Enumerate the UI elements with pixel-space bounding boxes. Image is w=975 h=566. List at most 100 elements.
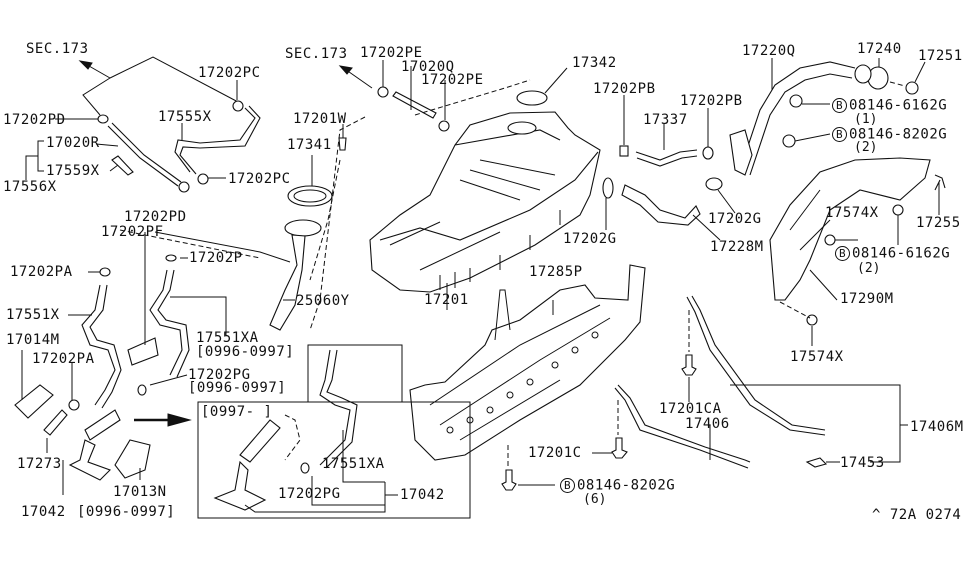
label-17342: 17342 bbox=[572, 55, 617, 71]
seal-17240 bbox=[867, 66, 889, 90]
inset-box bbox=[197, 401, 471, 519]
bolt-17574X-b bbox=[806, 314, 818, 326]
label-17202P: 17202P bbox=[189, 250, 243, 266]
hose-17555X bbox=[174, 105, 261, 175]
label-bolt-qty-2: (2) bbox=[854, 140, 878, 155]
label-bolt-part-number: 08146-6162G bbox=[849, 97, 948, 114]
label-sec173-left: SEC.173 bbox=[26, 41, 89, 57]
label-17273: 17273 bbox=[17, 456, 62, 472]
label-17341: 17341 bbox=[287, 137, 332, 153]
hose-17228M bbox=[621, 184, 701, 226]
seal-17342 bbox=[516, 90, 548, 106]
bolt-17574X-a bbox=[824, 234, 836, 246]
label-17202G-a: 17202G bbox=[708, 211, 762, 227]
label-17228M: 17228M bbox=[710, 239, 764, 255]
clip-17202PB-a bbox=[619, 145, 629, 157]
label-17551XA-a: 17551XA bbox=[196, 330, 259, 346]
label-17202PG-a-range: [0996-0997] bbox=[188, 380, 287, 396]
label-17220Q: 17220Q bbox=[742, 43, 796, 59]
label-17201: 17201 bbox=[424, 292, 469, 308]
strap-17406M bbox=[686, 295, 826, 436]
sec173-arrow-mid bbox=[338, 65, 373, 89]
label-17251: 17251 bbox=[918, 48, 963, 64]
label-17202PC-top: 17202PC bbox=[198, 65, 261, 81]
fuel-pump-17042 bbox=[68, 409, 121, 481]
bolt-marker-icon: B bbox=[832, 127, 847, 142]
label-17202PA-a: 17202PA bbox=[10, 264, 73, 280]
cap-17251 bbox=[905, 81, 919, 95]
skid-plate-17285P bbox=[409, 264, 646, 461]
inset-clip-17202PG bbox=[300, 462, 310, 474]
label-17202PG-a: 17202PG bbox=[188, 367, 251, 383]
ring-17341 bbox=[287, 185, 333, 207]
fuel-tank-17201 bbox=[369, 111, 601, 293]
bolt-08146-8202G-top bbox=[782, 134, 796, 148]
bolt-17201W bbox=[338, 137, 347, 151]
label-17013N: 17013N bbox=[113, 484, 167, 500]
inset-pump bbox=[239, 419, 281, 463]
label-bolt-qty-2b: (2) bbox=[857, 261, 881, 276]
label-17042-main-range: [0996-0997] bbox=[77, 504, 176, 520]
clip-17202PE-b bbox=[438, 120, 450, 132]
hose-17020Q bbox=[392, 91, 437, 119]
bolt-08146-6162G-lower bbox=[892, 204, 904, 216]
clip-17202PC-mid bbox=[197, 173, 209, 185]
bolt-17201C bbox=[611, 437, 628, 459]
bolt-08146-6162G-top bbox=[789, 94, 803, 108]
bolt-17201CA bbox=[681, 354, 697, 376]
hose-17551X bbox=[81, 284, 122, 409]
label-17202PE-b: 17202PE bbox=[421, 72, 484, 88]
label-17255: 17255 bbox=[916, 215, 961, 231]
label-17559X: 17559X bbox=[46, 163, 100, 179]
clip-17202PA-b bbox=[68, 399, 80, 411]
label-17042-main: 17042 bbox=[21, 504, 66, 520]
label-17555X: 17555X bbox=[158, 109, 212, 125]
label-17042-inset: 17042 bbox=[400, 487, 445, 503]
leader-lines bbox=[21, 58, 940, 495]
inset-hose-17551XA bbox=[319, 349, 358, 469]
label-sec173-mid: SEC.173 bbox=[285, 46, 348, 62]
protector-17290M bbox=[769, 157, 931, 301]
label-17202PD-mid: 17202PD bbox=[124, 209, 187, 225]
part-17013N bbox=[114, 439, 151, 479]
label-17201W: 17201W bbox=[293, 111, 347, 127]
label-17290M: 17290M bbox=[840, 291, 894, 307]
clip-17202PD bbox=[97, 114, 109, 124]
vent-routing-outline bbox=[82, 56, 241, 116]
clip-17202PC-top bbox=[232, 100, 244, 112]
bolt-marker-icon: B bbox=[835, 246, 850, 261]
label-inset-range: [0997- ] bbox=[201, 404, 273, 420]
label-17202PA-b: 17202PA bbox=[32, 351, 95, 367]
label-17201CA: 17201CA bbox=[659, 401, 722, 417]
label-17285P: 17285P bbox=[529, 264, 583, 280]
label-17202PE-a: 17202PE bbox=[360, 45, 423, 61]
label-25060Y: 25060Y bbox=[296, 293, 350, 309]
sec173-arrow-left bbox=[78, 60, 111, 79]
clip-17202PB-b bbox=[702, 146, 714, 160]
label-17556X: 17556X bbox=[3, 179, 57, 195]
clip-17202PA-a bbox=[99, 267, 111, 277]
part-17559X bbox=[111, 155, 134, 176]
label-17020R: 17020R bbox=[46, 135, 100, 151]
label-bolt-part-number: 08146-8202G bbox=[849, 126, 948, 143]
label-17202PG-b: 17202PG bbox=[278, 486, 341, 502]
label-17551XA-b: 17551XA bbox=[322, 456, 385, 472]
label-17014M: 17014M bbox=[6, 332, 60, 348]
label-17202PC-mid: 17202PC bbox=[228, 171, 291, 187]
hose-17020R bbox=[107, 122, 182, 187]
label-17406: 17406 bbox=[685, 416, 730, 432]
label-bolt-part-number: 08146-8202G bbox=[577, 477, 676, 494]
label-17337: 17337 bbox=[643, 112, 688, 128]
bolt-marker-icon: B bbox=[832, 98, 847, 113]
label-17020Q: 17020Q bbox=[401, 59, 455, 75]
bolt-marker-icon: B bbox=[560, 478, 575, 493]
bracket-17255 bbox=[934, 174, 946, 191]
label-17202G-b: 17202G bbox=[563, 231, 617, 247]
part-17014M bbox=[14, 384, 54, 419]
label-17202PB-a: 17202PB bbox=[593, 81, 656, 97]
label-bolt-part-number: 08146-6162G bbox=[852, 245, 951, 262]
